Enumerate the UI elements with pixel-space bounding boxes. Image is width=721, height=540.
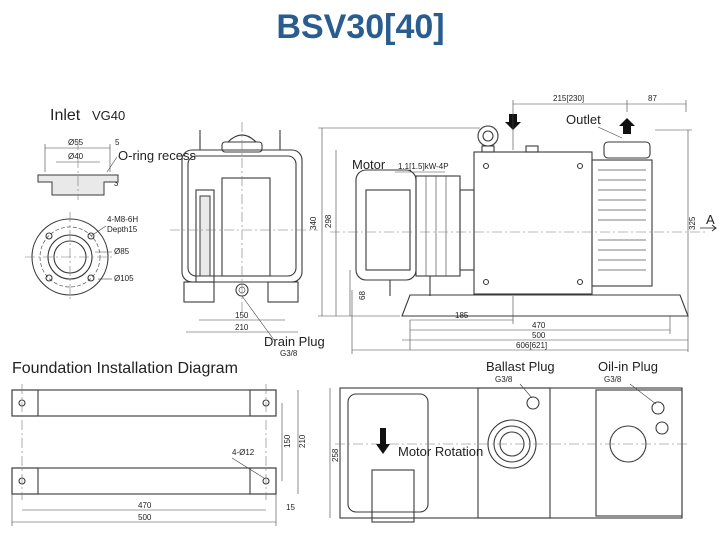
dim-inlet-55: Ø55 (68, 138, 84, 147)
foundation-title: Foundation Installation Diagram (12, 360, 238, 377)
drain-plug-label: Drain Plug (264, 334, 325, 349)
foundation-dim-210: 210 (298, 434, 307, 448)
dim-inlet-40: Ø40 (68, 152, 84, 161)
oilin-plug-label: Oil-in Plug (598, 359, 658, 374)
foundation-holes: 4-Ø12 (232, 448, 255, 457)
inlet-label: Inlet (50, 107, 81, 124)
dim-inlet-3: 3 (114, 179, 119, 188)
view-a-label: A (706, 212, 715, 227)
dim-side-68: 68 (358, 291, 367, 300)
dim-side-340: 340 (309, 216, 318, 230)
inlet-detail: Inlet VG40 Ø55 5 Ø40 O-ring recess 3 4-M… (25, 107, 197, 302)
dim-inlet-5: 5 (115, 138, 120, 147)
foundation-dim-15: 15 (286, 503, 295, 512)
page-title: BSV30[40] (276, 8, 445, 46)
top-dim-258: 258 (331, 448, 340, 462)
ballast-plug-size: G3/8 (495, 375, 513, 384)
front-view: 150 210 Drain Plug G3/8 (170, 122, 325, 358)
top-view: Motor Rotation Ballast Plug G3/8 Oil-in … (329, 359, 690, 523)
drain-plug-size: G3/8 (280, 349, 298, 358)
motor-label: Motor (352, 157, 386, 172)
depth-label: Depth15 (107, 225, 138, 234)
dim-side-298: 298 (324, 214, 333, 228)
thread-label: 4-M8-6H (107, 215, 138, 224)
side-view: Outlet Motor 1.1[1.5]kW-4P 215[230] 87 3… (309, 94, 718, 354)
dim-inlet-85: Ø85 (114, 247, 130, 256)
foundation-diagram: Foundation Installation Diagram 4-Ø12 15… (11, 360, 307, 526)
oilin-plug-size: G3/8 (604, 375, 622, 384)
dim-inlet-105: Ø105 (114, 274, 134, 283)
dim-side-87: 87 (648, 94, 657, 103)
foundation-dim-150: 150 (283, 434, 292, 448)
dim-side-470: 470 (532, 321, 546, 330)
dim-side-606: 606[621] (516, 341, 547, 350)
dim-side-325: 325 (688, 216, 697, 230)
oring-label: O-ring recess (118, 148, 197, 163)
dim-side-185: 185 (455, 311, 469, 320)
dim-front-210: 210 (235, 323, 249, 332)
ballast-plug-label: Ballast Plug (486, 359, 555, 374)
outlet-label: Outlet (566, 112, 601, 127)
dim-side-215: 215[230] (553, 94, 584, 103)
dim-front-150: 150 (235, 311, 249, 320)
foundation-dim-500: 500 (138, 513, 152, 522)
foundation-dim-470: 470 (138, 501, 152, 510)
motor-spec: 1.1[1.5]kW-4P (398, 162, 449, 171)
motor-rotation-label: Motor Rotation (398, 444, 483, 459)
inlet-flange-label: VG40 (92, 108, 125, 123)
dim-side-500: 500 (532, 331, 546, 340)
